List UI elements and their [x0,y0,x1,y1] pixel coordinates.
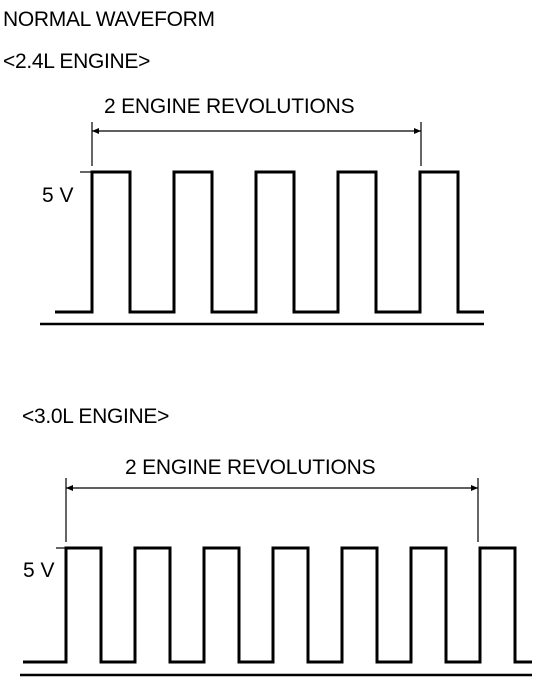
square-wave-2-4l [55,170,484,314]
engine-label-2-4l: <2.4L ENGINE> [3,50,151,73]
waveform-2-4l [40,122,484,326]
span-right-arrow-3-0l [471,485,478,491]
square-wave-3-0l [23,546,532,664]
revolutions-label-3-0l: 2 ENGINE REVOLUTIONS [125,456,376,479]
span-left-arrow-2-4l [92,128,99,134]
voltage-label-2-4l: 5 V [42,184,74,207]
voltage-label-3-0l: 5 V [23,559,55,582]
revolutions-label-2-4l: 2 ENGINE REVOLUTIONS [104,95,355,118]
span-right-arrow-2-4l [414,128,421,134]
engine-label-3-0l: <3.0L ENGINE> [22,405,170,428]
waveform-3-0l [20,478,532,677]
page-title: NORMAL WAVEFORM [3,8,215,31]
span-left-arrow-3-0l [66,485,73,491]
